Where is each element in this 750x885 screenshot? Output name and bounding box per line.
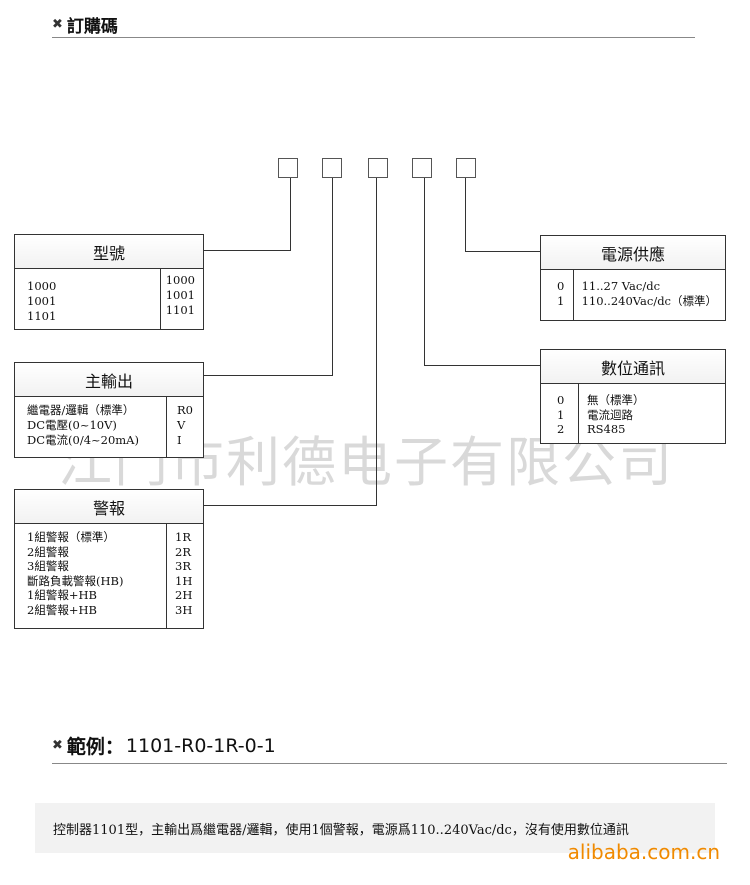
alarm-code: 1R [175, 530, 191, 544]
connector-line [424, 365, 541, 366]
connector-line [465, 251, 541, 252]
connector-line [332, 178, 333, 376]
main-output-box-title: 主輸出 [15, 363, 203, 397]
model-option: 1101 [27, 309, 57, 323]
alarm-box-title: 警報 [15, 490, 203, 524]
main-output-code: R0 [177, 403, 193, 417]
alarm-option: 3組警報 [27, 559, 69, 573]
example-description: 控制器1101型，主輸出爲繼電器/邏輯，使用1個警報，電源爲110..240Va… [35, 803, 715, 853]
example-code: 1101-R0-1R-0-1 [125, 734, 276, 757]
connector-line [203, 375, 333, 376]
connector-line [290, 178, 291, 250]
comm-code: 2 [557, 422, 565, 436]
alarm-code: 2R [175, 544, 191, 559]
power-box-title: 電源供應 [541, 236, 725, 270]
example-label: 範例： [66, 736, 124, 758]
power-code: 1 [557, 293, 565, 308]
main-output-code: V [177, 418, 186, 432]
code-slot-comm [412, 158, 432, 178]
alarm-code: 2H [175, 588, 193, 602]
main-output-box: 主輸出 繼電器/邏輯（標準） DC電壓(0~10V) DC電流(0/4~20mA… [14, 362, 204, 458]
model-code: 1101 [165, 303, 195, 317]
main-output-option: DC電壓(0~10V) [27, 418, 117, 432]
example-description-text: 控制器1101型，主輸出爲繼電器/邏輯，使用1個警報，電源爲110..240Va… [53, 822, 629, 838]
power-box: 電源供應 0 1 11..27 Vac/dc 110..240Vac/dc（標準… [540, 235, 726, 321]
main-output-option: DC電流(0/4~20mA) [27, 433, 139, 447]
main-output-code: I [177, 433, 182, 447]
alarm-code: 1H [175, 573, 193, 588]
connector-line [203, 250, 291, 251]
alarm-option: 2組警報 [27, 544, 69, 559]
alarm-option: 1組警報+HB [27, 588, 97, 602]
code-slot-alarm [368, 158, 388, 178]
header-divider [52, 37, 695, 38]
model-option: 1001 [27, 294, 57, 308]
connector-line [203, 505, 377, 506]
alarm-option: 斷路負載警報(HB) [27, 573, 124, 588]
model-option: 1000 [27, 279, 57, 293]
code-slot-main-output [322, 158, 342, 178]
main-output-option: 繼電器/邏輯（標準） [27, 403, 135, 417]
comm-option: 無（標準） [587, 393, 645, 407]
brand-watermark: alibaba.com.cn [567, 840, 720, 864]
power-option: 11..27 Vac/dc [581, 279, 661, 293]
comm-code: 1 [557, 407, 565, 422]
section-header-example: ✖ 範例： 1101-R0-1R-0-1 [52, 732, 276, 759]
connector-line [465, 178, 466, 252]
alarm-code: 3H [175, 602, 193, 617]
section-title: 訂購碼 [66, 17, 118, 37]
x-mark-icon: ✖ [52, 738, 63, 753]
model-code: 1001 [165, 288, 195, 302]
connector-line [376, 178, 377, 506]
alarm-box: 警報 1組警報（標準） 2組警報 3組警報 斷路負載警報(HB) 1組警報+HB… [14, 489, 204, 629]
code-slot-power [456, 158, 476, 178]
power-option: 110..240Vac/dc（標準） [581, 293, 717, 308]
comm-option: 電流迴路 [587, 407, 633, 422]
comm-option: RS485 [587, 422, 626, 436]
example-divider [52, 763, 727, 764]
alarm-option: 2組警報+HB [27, 602, 97, 617]
section-header-order-code: ✖ 訂購碼 [52, 12, 118, 37]
model-box: 型號 1000 1001 1101 1000 1001 1101 [14, 234, 204, 330]
code-slot-model [278, 158, 298, 178]
alarm-option: 1組警報（標準） [27, 530, 115, 544]
comm-code: 0 [557, 393, 565, 407]
comm-box: 數位通訊 0 1 2 無（標準） 電流迴路 RS485 [540, 349, 726, 444]
comm-box-title: 數位通訊 [541, 350, 725, 384]
model-code: 1000 [165, 273, 195, 287]
alarm-code: 3R [175, 559, 191, 573]
connector-line [424, 178, 425, 366]
x-mark-icon: ✖ [52, 17, 63, 32]
power-code: 0 [557, 279, 565, 293]
model-box-title: 型號 [15, 235, 203, 269]
